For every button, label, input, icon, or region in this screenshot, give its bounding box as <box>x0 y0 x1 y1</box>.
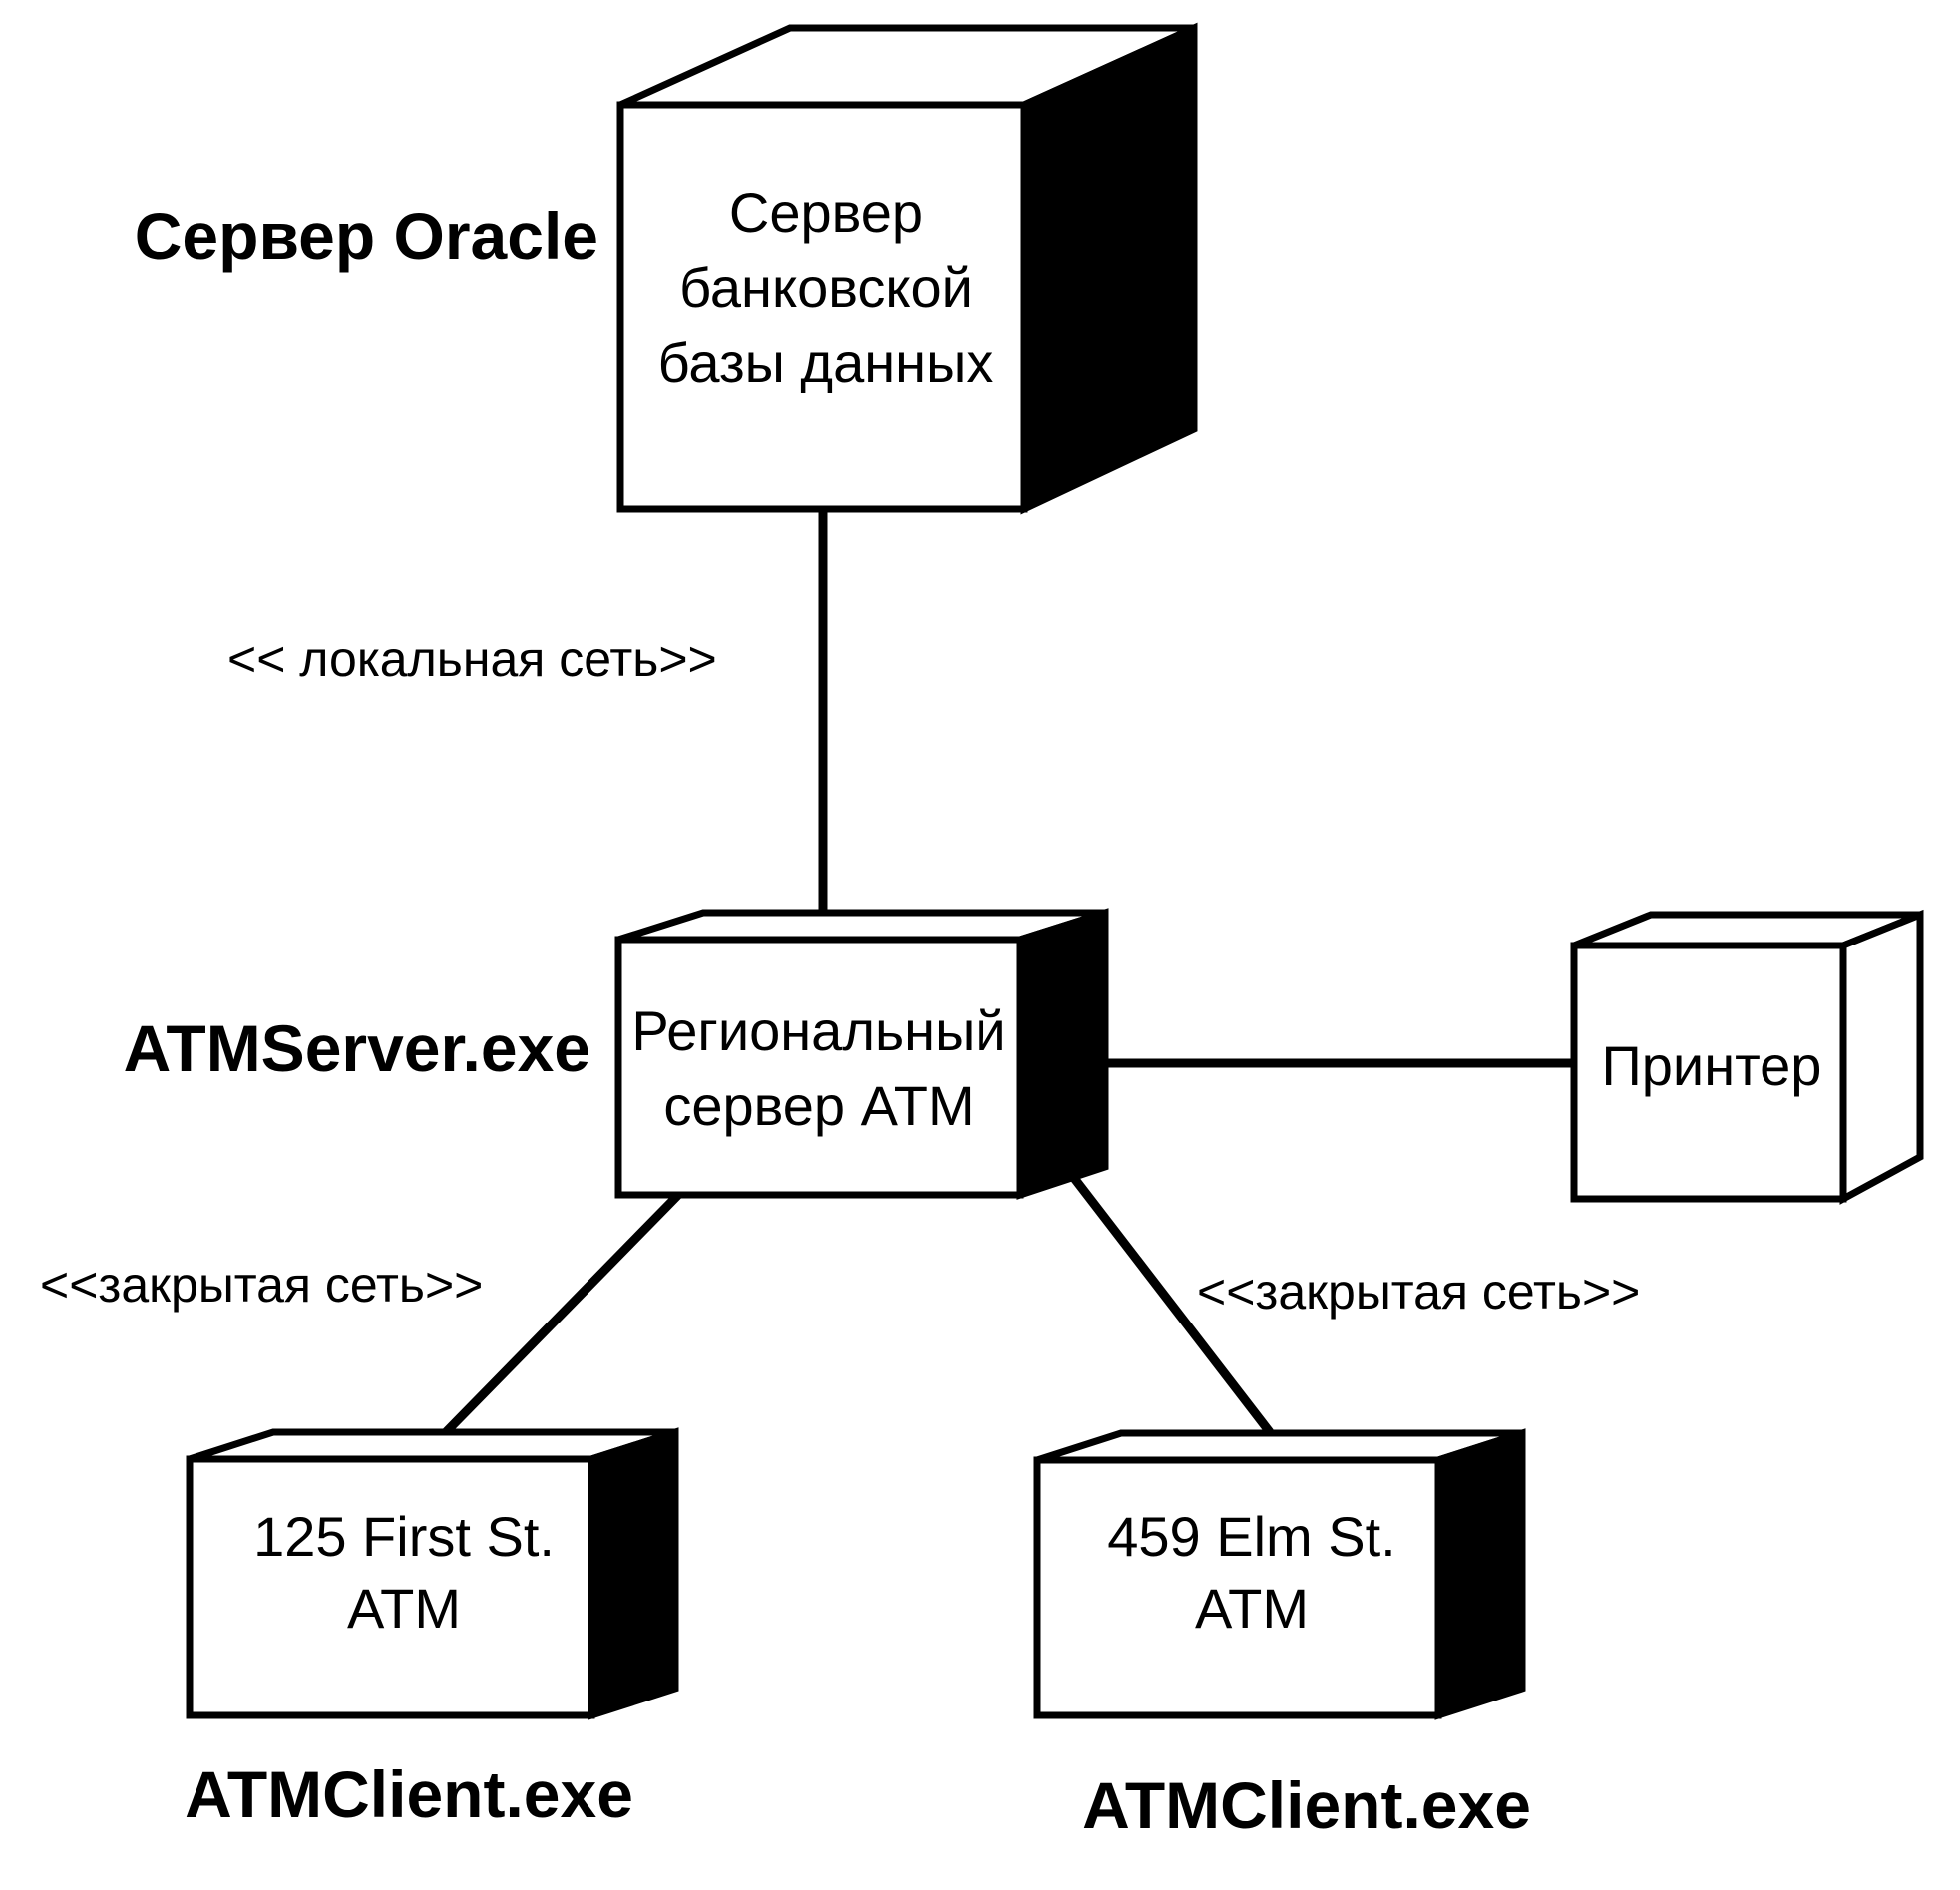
node-regional-server[interactable]: Региональный сервер ATM <box>614 908 1109 1200</box>
node-bank-db-server-label: Сервер Oracle <box>135 199 598 273</box>
connection-private-right-line <box>1063 1166 1274 1435</box>
connection-private-left-line <box>442 1191 682 1436</box>
node-atm-first-front <box>186 1455 595 1719</box>
node-regional-server-front <box>614 936 1024 1199</box>
node-atm-elm[interactable]: 459 Elm St. ATM <box>1033 1428 1526 1720</box>
node-regional-server-line-2: сервер ATM <box>663 1074 974 1137</box>
node-regional-server-side <box>1016 908 1109 1200</box>
node-atm-elm-side <box>1434 1428 1526 1720</box>
node-atm-elm-line-2: ATM <box>1195 1577 1309 1640</box>
connection-private-left-label: <<закрытая сеть>> <box>40 1257 483 1313</box>
node-regional-server-line-1: Региональный <box>631 999 1005 1062</box>
node-atm-first-line-1: 125 First St. <box>253 1505 555 1568</box>
node-atm-elm-label: ATMClient.exe <box>1082 1768 1531 1842</box>
node-atm-elm-front <box>1033 1456 1442 1719</box>
node-bank-db-server-line-3: базы данных <box>658 331 994 394</box>
node-atm-first-side <box>588 1427 679 1720</box>
node-bank-db-server-front <box>616 101 1028 513</box>
node-printer-front <box>1570 942 1847 1203</box>
node-printer-side <box>1839 909 1924 1205</box>
node-bank-db-server-line-1: Сервер <box>729 182 923 244</box>
node-atm-first-label: ATMClient.exe <box>185 1757 633 1831</box>
node-atm-first-line-2: ATM <box>347 1577 461 1640</box>
node-bank-db-server[interactable]: Сервер банковской базы данных <box>616 22 1198 515</box>
node-printer-line-1: Принтер <box>1602 1034 1822 1097</box>
connection-lan-label: << локальная сеть>> <box>227 631 717 687</box>
connection-private-right-label: <<закрытая сеть>> <box>1197 1264 1640 1320</box>
node-atm-first[interactable]: 125 First St. ATM <box>186 1427 679 1720</box>
node-printer[interactable]: Принтер <box>1570 909 1924 1205</box>
node-bank-db-server-line-2: банковской <box>679 256 973 319</box>
node-regional-server-label: ATMServer.exe <box>124 1011 590 1085</box>
node-atm-elm-line-1: 459 Elm St. <box>1107 1505 1395 1568</box>
node-bank-db-server-side <box>1020 22 1198 515</box>
